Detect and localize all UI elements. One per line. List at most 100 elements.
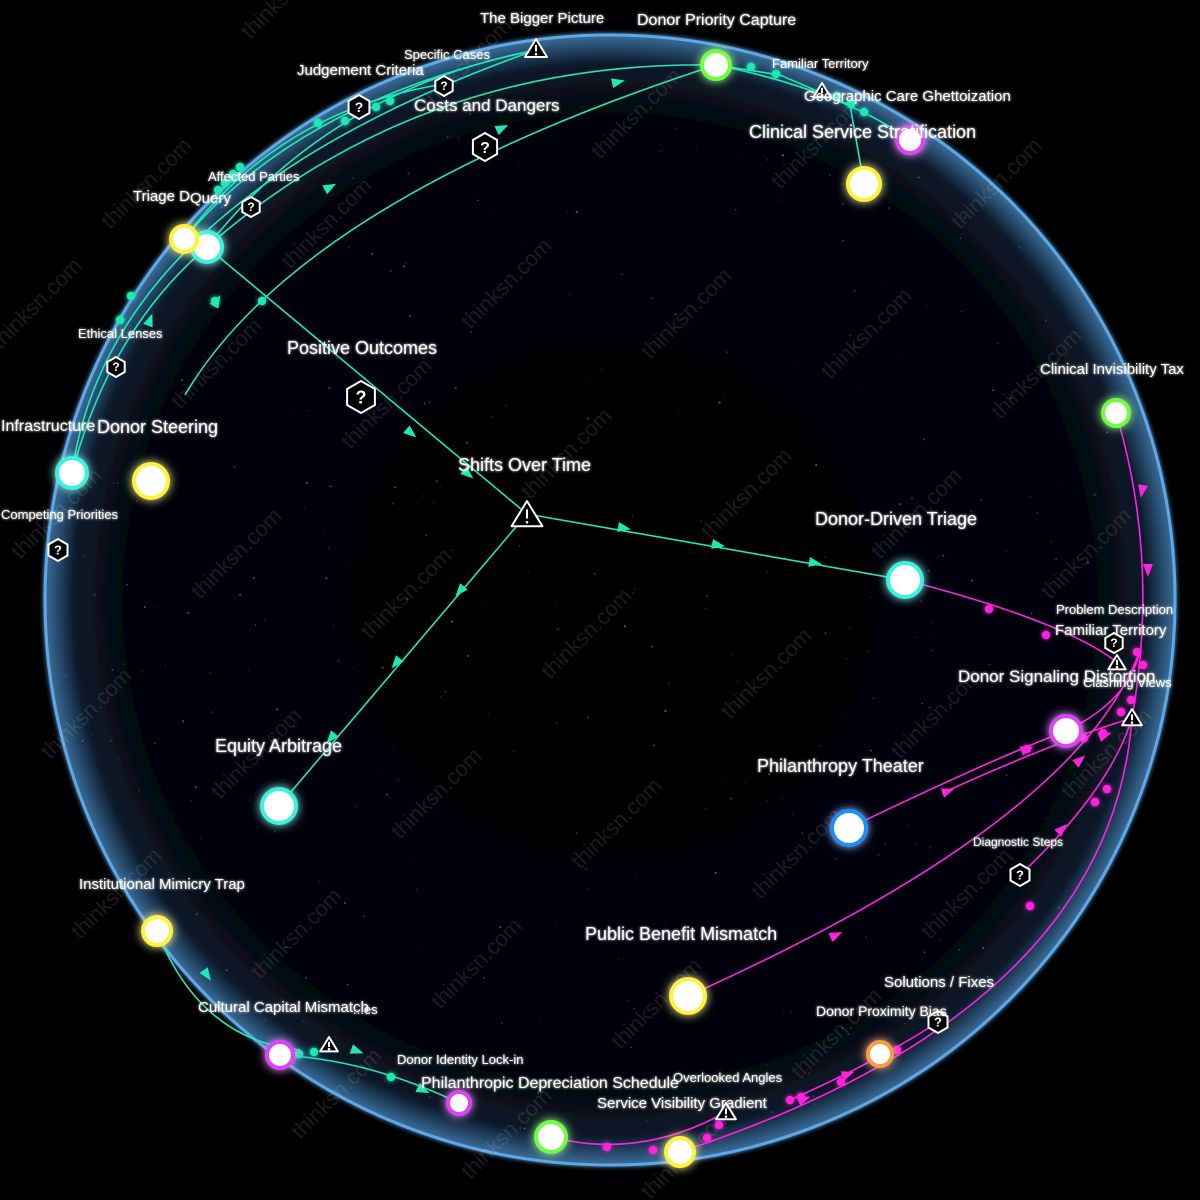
question-hexagon-icon[interactable]: ? <box>1009 862 1031 888</box>
star-dot <box>646 1119 648 1122</box>
node-donor-proximity-bias[interactable] <box>866 1040 894 1068</box>
star-dot <box>495 458 497 460</box>
question-hexagon-icon[interactable]: ? <box>471 131 499 163</box>
star-dot <box>1157 612 1160 614</box>
edge-dot <box>892 1045 902 1055</box>
star-dot <box>667 520 668 521</box>
star-dot <box>824 632 827 635</box>
question-hexagon-icon[interactable]: ? <box>241 195 261 219</box>
star-dot <box>705 595 708 598</box>
star-dot <box>850 955 851 956</box>
node-layer[interactable] <box>55 49 1131 1168</box>
star-dot <box>371 252 374 255</box>
edge-dot <box>859 107 869 117</box>
svg-text:?: ? <box>112 360 119 374</box>
question-hexagon-icon[interactable]: ? <box>346 379 376 415</box>
warning-icon[interactable] <box>319 1036 339 1053</box>
star-dot <box>409 315 411 318</box>
question-hexagon-icon[interactable]: ? <box>347 93 371 121</box>
star-dot <box>477 199 479 202</box>
node-cultural-capital-mismatch[interactable] <box>265 1040 295 1070</box>
node-donor-priority-capture[interactable] <box>700 49 732 81</box>
star-dot <box>926 305 928 307</box>
star-dot <box>332 625 335 628</box>
star-dot <box>255 648 257 650</box>
warning-icon[interactable] <box>812 82 832 99</box>
edge-arrow <box>326 730 339 744</box>
warning-icon[interactable] <box>524 38 548 58</box>
star-dot <box>915 636 918 639</box>
question-hexagon-icon[interactable]: ? <box>106 355 126 379</box>
edge-donor-priority-to-clinical <box>715 64 865 185</box>
star-dot <box>1006 685 1009 688</box>
star-dot <box>724 780 727 782</box>
edge-arrow <box>403 425 417 438</box>
node-donor-identity-lockin[interactable] <box>446 1090 472 1116</box>
star-dot <box>346 983 349 986</box>
star-dot <box>282 779 285 781</box>
star-dot <box>1030 612 1033 615</box>
star-dot <box>537 1091 540 1094</box>
star-dot <box>815 1103 817 1105</box>
star-dot <box>660 1091 662 1093</box>
star-dot <box>512 750 515 753</box>
node-institutional-mimicry-trap[interactable] <box>141 915 173 947</box>
icon-layer[interactable]: ?????????? <box>47 38 1143 1121</box>
node-donor-signaling-distortion[interactable] <box>1049 714 1083 748</box>
star-dot <box>883 622 885 624</box>
star-dot <box>1018 246 1021 249</box>
star-dot <box>355 805 357 808</box>
star-dot <box>842 687 844 689</box>
star-dot <box>528 570 530 572</box>
node-triage-d[interactable] <box>169 224 199 254</box>
star-dot <box>316 259 318 260</box>
node-infrastructure[interactable] <box>55 456 89 490</box>
node-donor-steering[interactable] <box>132 462 170 500</box>
question-hexagon-icon[interactable]: ? <box>1104 631 1124 655</box>
warning-icon[interactable] <box>1107 654 1127 671</box>
label-donor-signaling-distortion: Donor Signaling Distortion <box>958 667 1156 686</box>
question-hexagon-icon[interactable]: ? <box>47 537 69 563</box>
label-service-visibility-gradient: Service Visibility Gradient <box>597 1095 768 1112</box>
warning-icon[interactable] <box>1121 708 1143 727</box>
star-dot <box>906 824 909 827</box>
label-public-benefit-mismatch: Public Benefit Mismatch <box>585 924 777 944</box>
star-dot <box>730 797 733 800</box>
star-dot <box>994 499 996 501</box>
star-dot <box>588 887 590 889</box>
node-donor-driven-triage[interactable] <box>886 561 924 599</box>
warning-icon[interactable] <box>715 1102 737 1121</box>
star-dot <box>917 176 920 179</box>
star-dot <box>118 759 121 761</box>
star-dot <box>417 1062 420 1065</box>
node-public-benefit-mismatch[interactable] <box>669 977 707 1015</box>
star-dot <box>575 210 578 214</box>
question-hexagon-icon[interactable]: ? <box>434 74 454 98</box>
star-dot <box>847 1033 850 1035</box>
label-clashing-views: Clashing Views <box>1083 675 1172 690</box>
star-dot <box>428 401 431 404</box>
star-dot <box>81 739 84 743</box>
node-geographic-care-ghettoization[interactable] <box>895 125 925 155</box>
star-dot <box>650 297 653 300</box>
node-clinical-invisibility-tax[interactable] <box>1101 398 1131 428</box>
star-dot <box>413 863 415 864</box>
star-dot <box>812 1095 815 1097</box>
node-philanthropy-theater[interactable] <box>830 809 868 847</box>
node-philanthropic-depreciation[interactable] <box>534 1120 568 1154</box>
node-clinical-service-stratification[interactable] <box>846 166 882 202</box>
warning-icon[interactable] <box>510 500 544 528</box>
edge-dot <box>714 1120 724 1130</box>
star-dot <box>395 650 398 652</box>
node-service-visibility-gradient[interactable] <box>664 1136 696 1168</box>
edge-theater-to-clashing <box>948 717 1133 791</box>
star-dot <box>858 389 860 391</box>
node-equity-arbitrage[interactable] <box>260 787 298 825</box>
star-dot <box>308 409 310 412</box>
star-dot <box>655 992 658 995</box>
question-hexagon-icon[interactable]: ? <box>927 1009 949 1035</box>
edge-diagnostic-to-clashing <box>1019 717 1133 876</box>
star-dot <box>869 749 872 752</box>
star-dot <box>194 785 197 789</box>
